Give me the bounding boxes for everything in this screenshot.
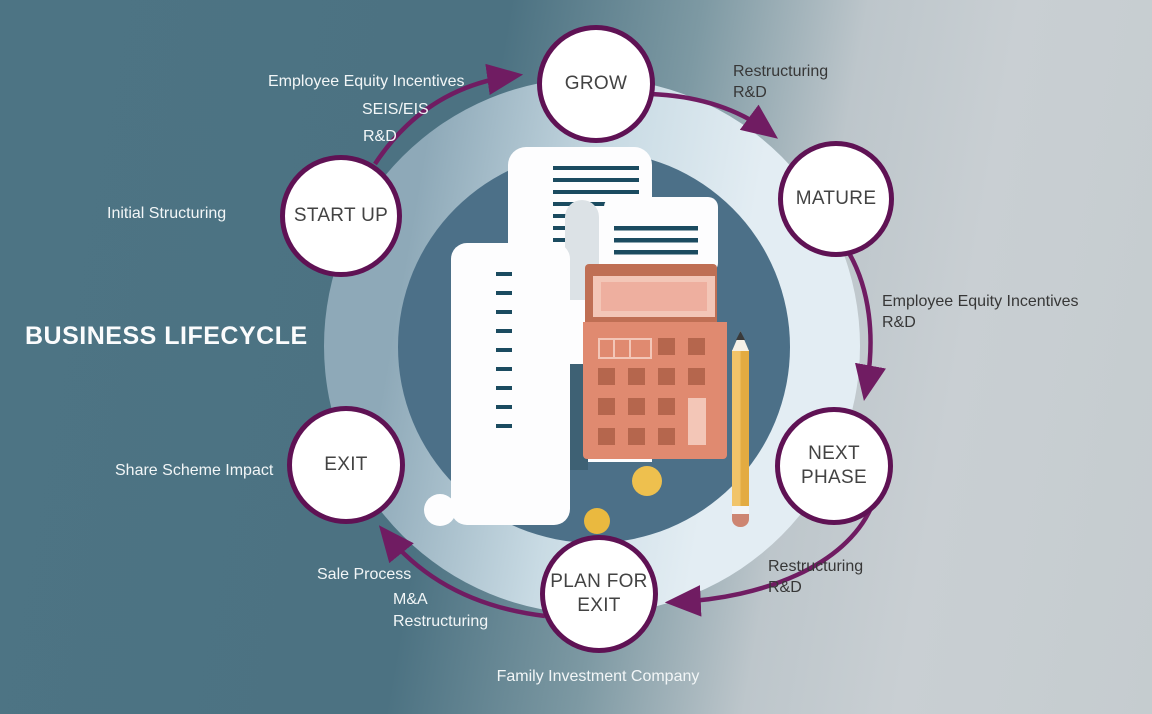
node-next-phase-label-2: PHASE: [801, 467, 867, 488]
node-start-up: START UP: [280, 155, 402, 277]
receipt-left-curl: [424, 494, 456, 526]
calculator-button: [658, 338, 675, 355]
calculator-button: [628, 428, 645, 445]
annotation-ma: M&A: [393, 591, 428, 608]
annotation-employee-equity-incentives-top: Employee Equity Incentives: [268, 73, 465, 90]
calculator-button: [598, 368, 615, 385]
document-right-lines: [614, 226, 698, 255]
annotation-restructuring-bottom-right: Restructuring: [768, 558, 864, 575]
receipt-shadow: [566, 364, 588, 470]
coin-icon: [632, 466, 662, 496]
node-next-phase: NEXT PHASE: [775, 407, 893, 525]
annotation-rd-top-right: R&D: [733, 84, 767, 101]
calculator-button: [598, 428, 615, 445]
calculator-button: [658, 428, 675, 445]
pencil-icon: [732, 350, 749, 506]
node-plan-for-exit-label-2: EXIT: [577, 595, 621, 616]
coin-icon: [584, 508, 610, 534]
node-start-up-label: START UP: [293, 205, 389, 226]
annotation-employee-equity-incentives-right: Employee Equity Incentives: [882, 293, 1079, 310]
pencil-ferrule: [732, 506, 749, 514]
node-mature: MATURE: [778, 141, 894, 257]
receipt-left-dashes: [496, 272, 512, 436]
annotation-seis-eis: SEIS/EIS: [362, 101, 429, 118]
annotation-restructuring-top-right: Restructuring: [733, 63, 829, 80]
annotation-restructuring-bottom-left: Restructuring: [393, 613, 489, 630]
calculator-button: [628, 398, 645, 415]
node-exit: EXIT: [287, 406, 405, 524]
annotation-family-investment-company: Family Investment Company: [496, 668, 700, 685]
node-grow: GROW: [537, 25, 655, 143]
calculator-button: [688, 338, 705, 355]
annotation-sale-process: Sale Process: [317, 566, 412, 583]
calculator-memory-button: [598, 338, 652, 359]
node-plan-for-exit-label-1: PLAN FOR: [550, 571, 648, 592]
calculator-button: [628, 368, 645, 385]
annotation-rd-right: R&D: [882, 314, 916, 331]
annotation-rd-top: R&D: [363, 128, 397, 145]
node-grow-label: GROW: [564, 73, 628, 94]
node-mature-label: MATURE: [795, 188, 877, 209]
node-next-phase-label-1: NEXT: [808, 443, 860, 464]
annotation-rd-bottom-right: R&D: [768, 579, 802, 596]
calculator-button: [658, 398, 675, 415]
calculator-button: [658, 368, 675, 385]
annotation-share-scheme-impact: Share Scheme Impact: [115, 462, 274, 479]
calculator-button: [598, 398, 615, 415]
page-title: BUSINESS LIFECYCLE: [25, 322, 308, 350]
node-exit-label: EXIT: [324, 454, 368, 475]
calculator-enter-button: [688, 398, 706, 445]
node-plan-for-exit: PLAN FOR EXIT: [540, 535, 658, 653]
calculator-button: [688, 368, 705, 385]
annotation-initial-structuring: Initial Structuring: [107, 205, 227, 222]
pencil-lead: [736, 331, 745, 340]
calculator-screen: [601, 282, 707, 311]
